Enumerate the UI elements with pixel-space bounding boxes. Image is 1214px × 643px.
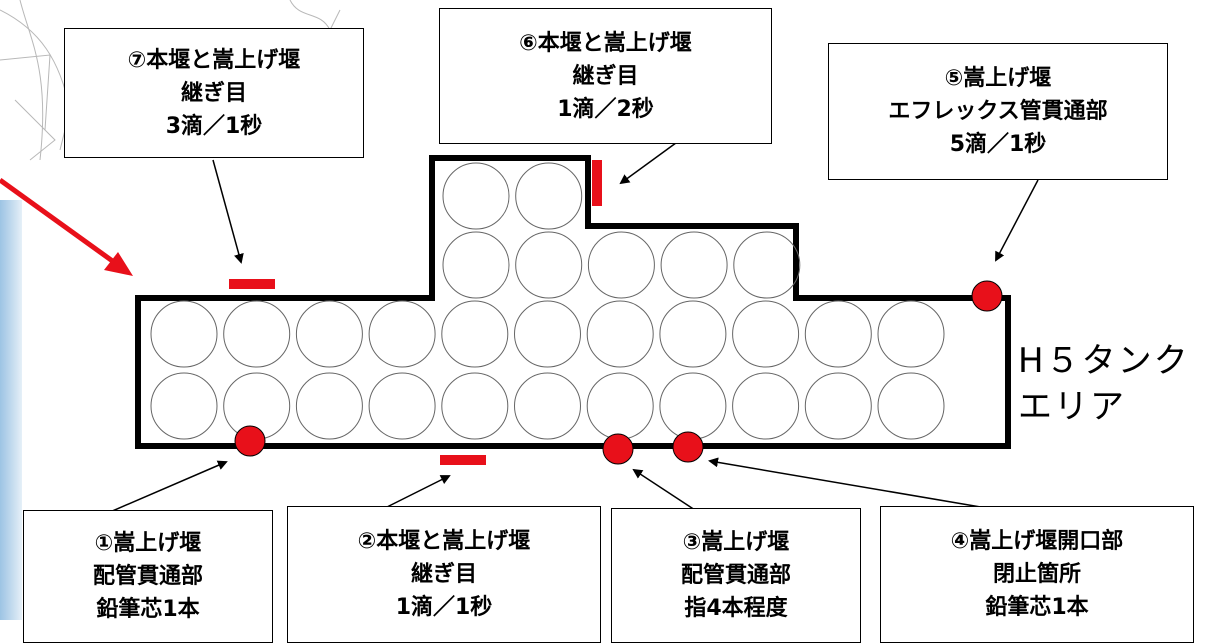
callout-7-line1: ⑦本堰と嵩上げ堰 [127,47,301,73]
tank-area-label: H５タンク エリア [1018,338,1190,430]
leader-1 [109,460,228,513]
tank-circle [732,300,800,368]
callout-4-line2: 閉止箇所 [992,562,1081,587]
tank-circle [514,372,581,440]
marker-3 [602,433,634,465]
callout-3-line2: 配管貫通部 [680,563,791,588]
tank-circle [441,300,509,368]
tank-circle [733,231,801,299]
marker-4 [672,431,704,463]
callout-5: ⑤嵩上げ堰 エフレックス管貫通部 5滴／1秒 [828,43,1168,180]
tank-circles [150,162,945,440]
callout-1-line1: ①嵩上げ堰 [94,531,202,556]
tank-circle [441,372,509,440]
callout-5-line1: ⑤嵩上げ堰 [944,66,1052,91]
tank-area-label-line2: エリア [1018,387,1126,427]
tank-circle [295,372,363,440]
tank-circle [515,231,583,299]
leader-7 [212,159,244,264]
tank-circle [659,300,727,368]
tank-circle [150,300,218,368]
tank-circle [877,372,945,440]
tank-circle [804,372,872,440]
red-pointer-arrow [0,177,133,276]
callout-7: ⑦本堰と嵩上げ堰 継ぎ目 3滴／1秒 [64,28,364,158]
callout-4: ④嵩上げ堰開口部 閉止箇所 鉛筆芯1本 [880,506,1194,643]
callout-7-line2: 継ぎ目 [180,80,247,106]
leader-2 [384,475,451,509]
leader-arrows [109,139,1039,513]
callout-2-line1: ②本堰と嵩上げ堰 [357,529,531,554]
tank-circle [515,162,583,230]
tank-circle [368,300,436,368]
callout-3-line3: 指4本程度 [684,596,788,621]
tank-circle [660,231,728,299]
marker-1 [234,425,266,457]
callout-4-line3: 鉛筆芯1本 [985,595,1089,620]
marker-6 [592,160,602,206]
leader-4 [708,457,1011,513]
tank-circle [150,372,218,440]
callout-1: ①嵩上げ堰 配管貫通部 鉛筆芯1本 [23,510,273,643]
callout-4-line1: ④嵩上げ堰開口部 [950,529,1124,554]
tank-circle [804,300,872,368]
tank-area-outline [135,155,1011,449]
callout-5-line2: エフレックス管貫通部 [888,99,1108,124]
marker-7 [229,279,275,289]
callout-3: ③嵩上げ堰 配管貫通部 指4本程度 [611,508,861,643]
tank-circle [514,300,581,368]
callout-3-line1: ③嵩上げ堰 [682,530,790,555]
tank-circle [442,162,510,230]
callout-5-line3: 5滴／1秒 [949,132,1047,157]
callout-1-line3: 鉛筆芯1本 [96,597,200,622]
leader-5 [995,179,1039,262]
callout-6: ⑥本堰と嵩上げ堰 継ぎ目 1滴／2秒 [439,8,772,144]
tank-circle [442,231,510,299]
tank-circle [223,300,291,368]
callout-6-line3: 1滴／2秒 [557,96,654,122]
callout-2-line2: 継ぎ目 [410,562,477,587]
tank-circle [586,300,654,368]
marker-5 [971,280,1003,312]
tank-circle [295,300,363,368]
leader-3 [632,468,699,513]
tank-circle [732,372,800,440]
marker-2 [440,455,486,465]
callout-1-line2: 配管貫通部 [92,564,203,589]
tank-circle [587,231,655,299]
callout-2: ②本堰と嵩上げ堰 継ぎ目 1滴／1秒 [287,506,601,643]
callout-2-line3: 1滴／1秒 [395,595,493,620]
callout-6-line2: 継ぎ目 [572,63,639,89]
leader-6 [619,139,681,185]
tank-circle [368,372,436,440]
callout-7-line3: 3滴／1秒 [165,113,263,139]
callout-6-line1: ⑥本堰と嵩上げ堰 [519,30,692,56]
tank-circle [877,300,945,368]
photo-strip [0,200,22,620]
tank-area-label-line1: H５タンク [1018,341,1190,381]
